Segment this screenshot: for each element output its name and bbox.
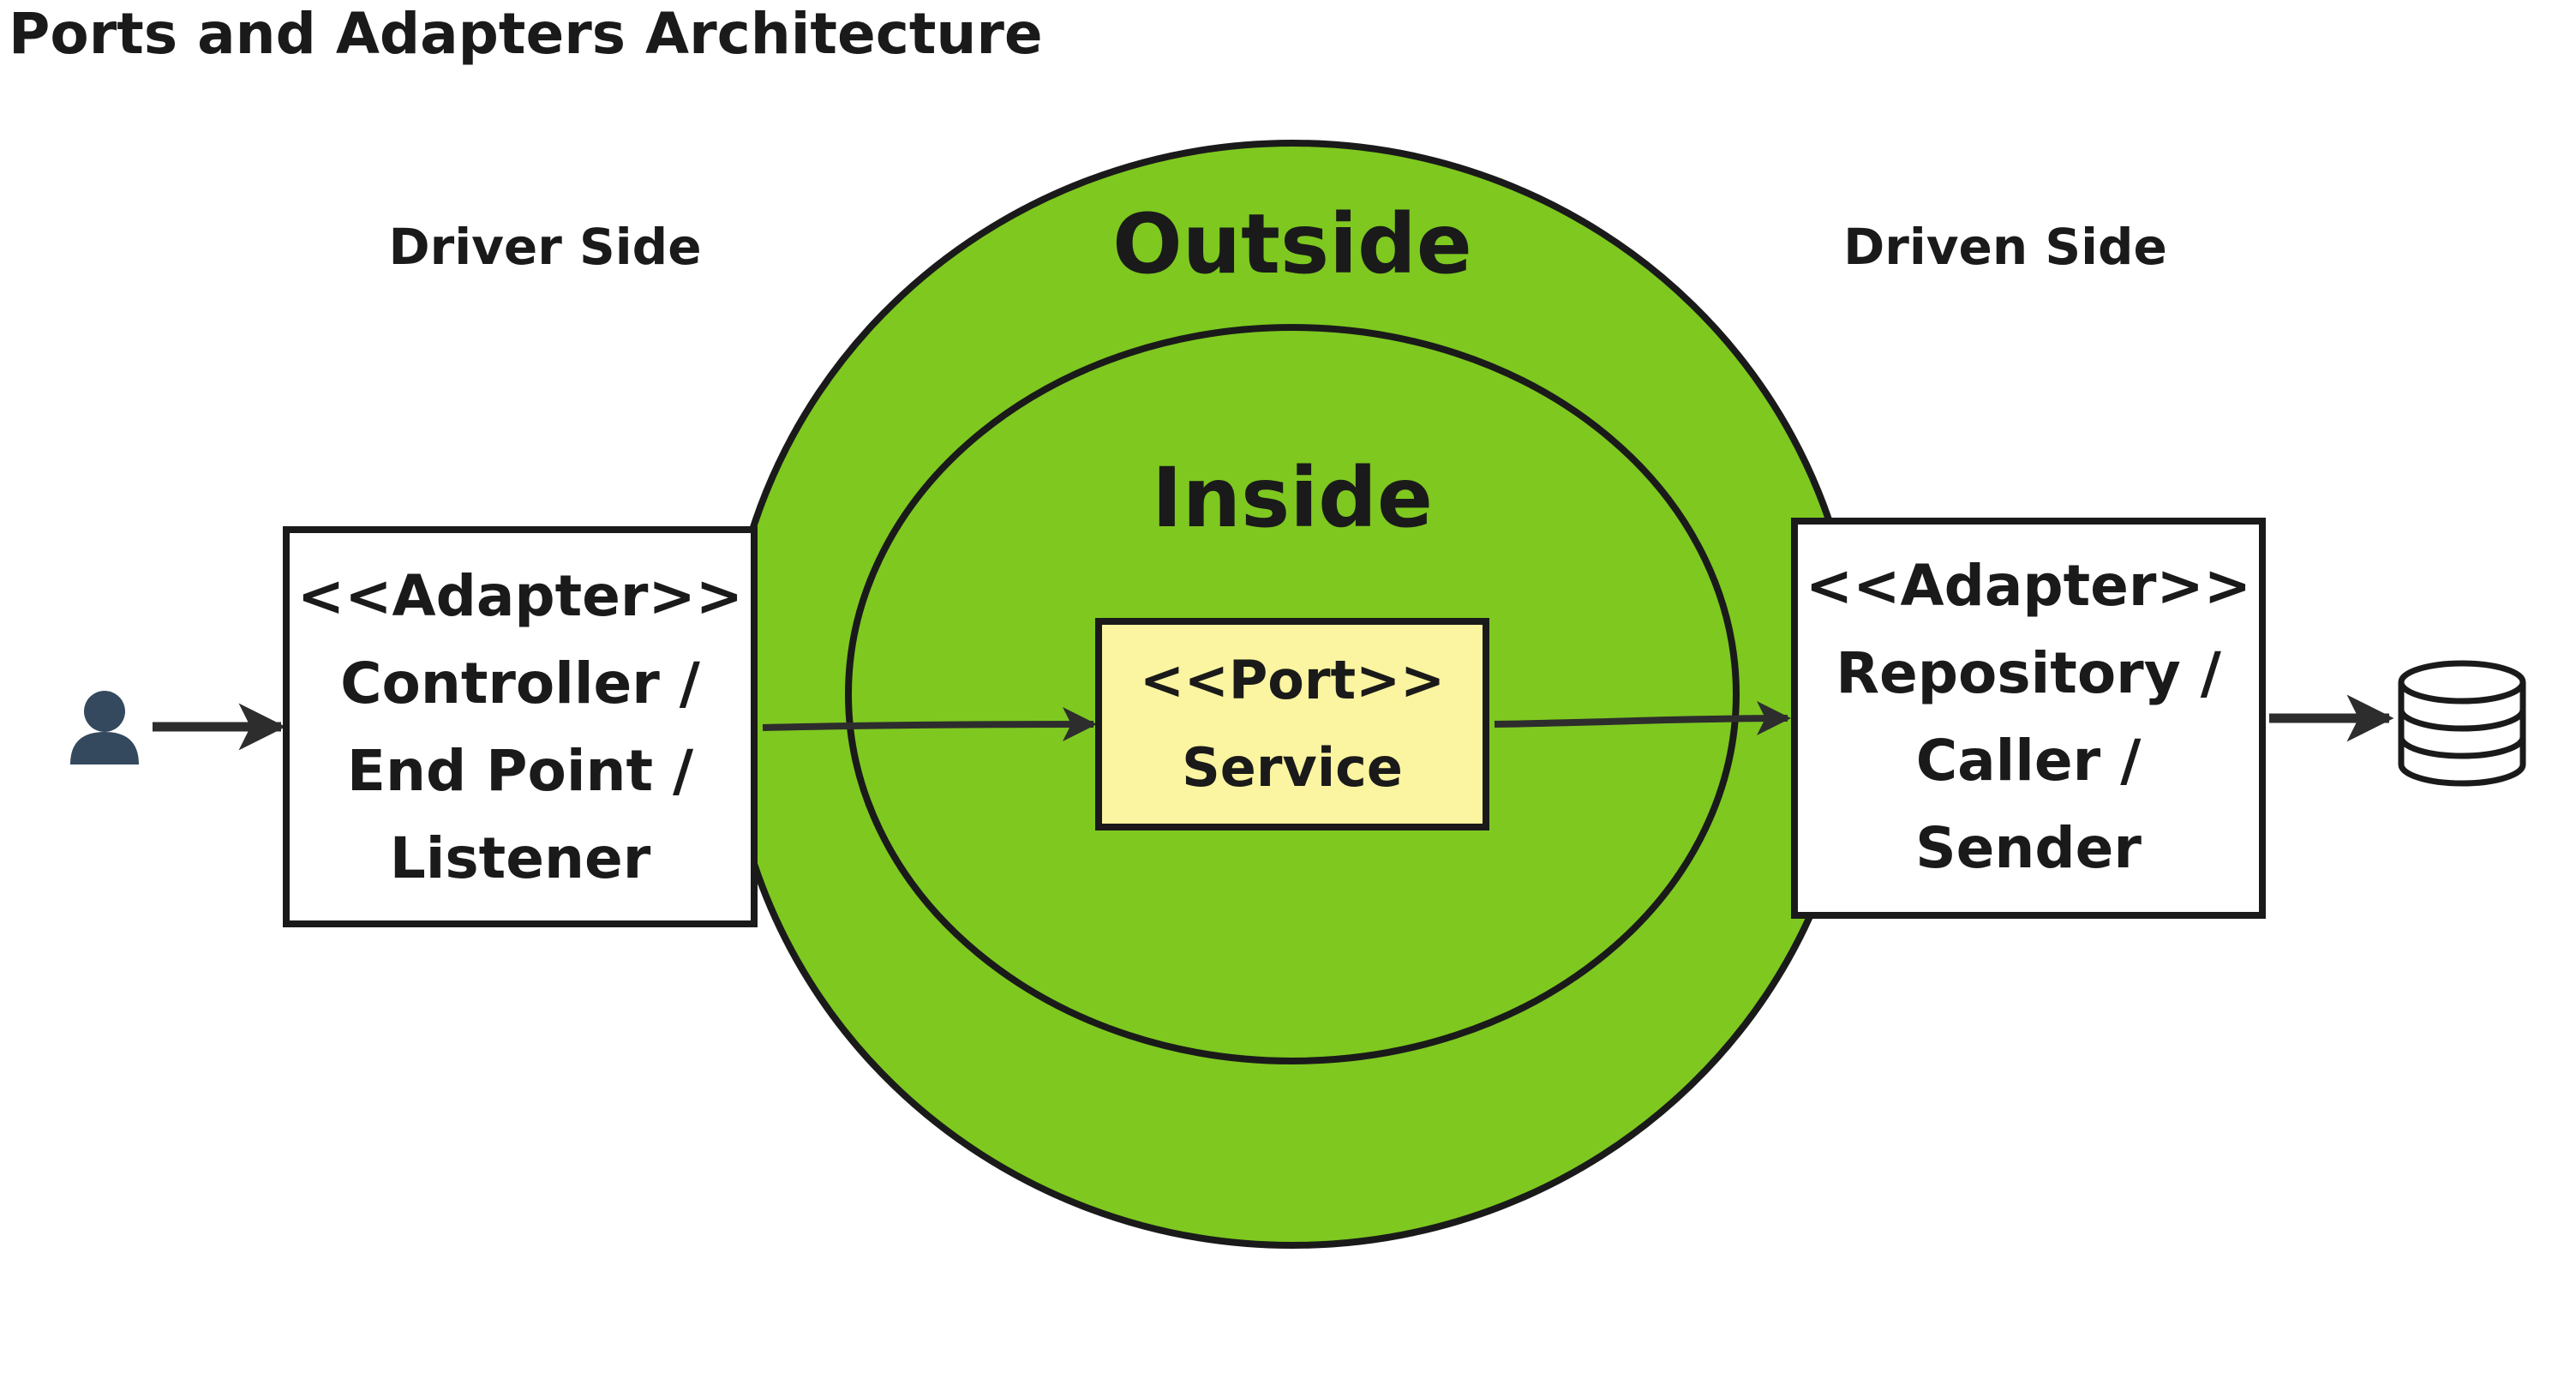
port-stereotype: <<Port>> [1140, 649, 1445, 711]
driven-adapter-line-1: Repository / [1836, 640, 2222, 706]
driver-adapter-line-1: Controller / [340, 651, 701, 716]
driven-adapter-box: <<Adapter>> Repository / Caller / Sender [1791, 518, 2266, 919]
driven-adapter-line-3: Sender [1915, 815, 2142, 881]
user-icon [70, 691, 139, 764]
port-box: <<Port>> Service [1095, 618, 1489, 830]
driver-adapter-line-3: Listener [390, 825, 651, 891]
port-name: Service [1182, 736, 1403, 799]
inside-label: Inside [1152, 450, 1433, 546]
outside-label: Outside [1112, 196, 1472, 292]
diagram-title: Ports and Adapters Architecture [9, 1, 1043, 67]
driven-side-label: Driven Side [1843, 218, 2167, 276]
port-to-driven-adapter-arrow [1494, 701, 1791, 736]
driver-side-label: Driver Side [388, 218, 701, 276]
driven-adapter-stereotype: <<Adapter>> [1806, 553, 2251, 619]
driver-adapter-line-2: End Point / [347, 738, 694, 804]
driver-adapter-box: <<Adapter>> Controller / End Point / Lis… [283, 526, 758, 927]
database-icon [2398, 660, 2526, 787]
driver-adapter-stereotype: <<Adapter>> [297, 563, 743, 629]
driven-adapter-line-2: Caller / [1916, 728, 2142, 794]
driver-adapter-to-port-arrow [762, 707, 1097, 742]
